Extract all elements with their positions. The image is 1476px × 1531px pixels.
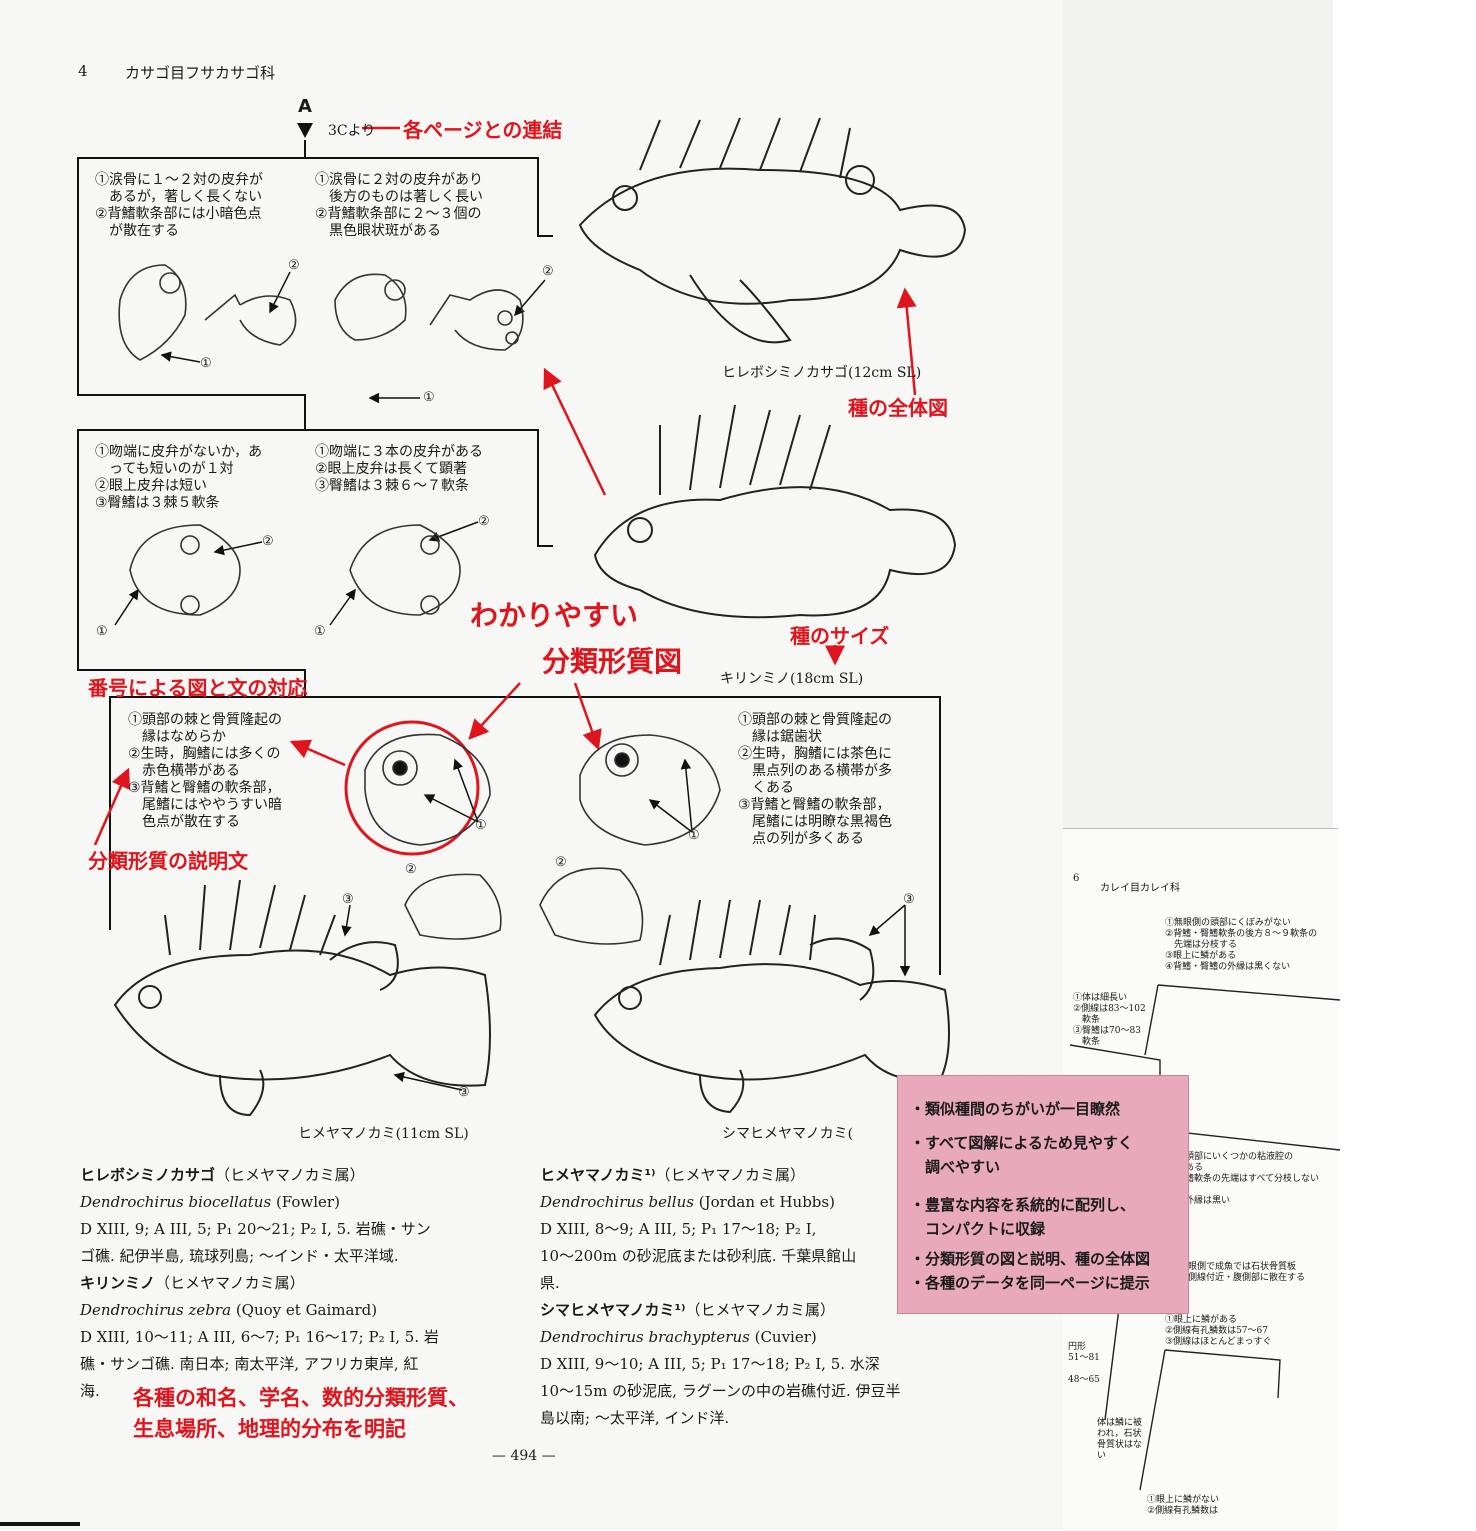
page-footer-number: — 494 — bbox=[492, 1448, 556, 1464]
key-box3-left: ①頭部の棘と骨質隆起の 縁はなめらか ②生時，胸鰭には多くの 赤色横帯がある ③… bbox=[128, 712, 282, 830]
key-box2-left: ①吻端に皮弁がないか，あ っても短いのが１対 ②眼上皮弁は短い ③臀鰭は３棘５軟… bbox=[95, 444, 263, 511]
species-name: ヒレボシミノカサゴ bbox=[80, 1166, 216, 1184]
species-genus: （ヒメヤマノカミ属） bbox=[215, 1166, 365, 1184]
caption-fish1: ヒレボシミノカサゴ(12cm SL) bbox=[722, 365, 922, 381]
feature-5: ・各種のデータを同一ページに提示 bbox=[910, 1274, 1150, 1292]
species-sci: Dendrochirus bellus bbox=[540, 1193, 694, 1211]
feature-3b: コンパクトに収録 bbox=[910, 1220, 1046, 1238]
fig-label-6: ① bbox=[96, 624, 108, 639]
key-link-text: 3Cより bbox=[328, 123, 376, 139]
fish-illustration-1 bbox=[578, 117, 967, 344]
species-data: D XIII, 10〜11; A III, 6〜7; P₁ 16〜17; P₂ … bbox=[80, 1328, 439, 1346]
fig-label-15: ③ bbox=[903, 892, 915, 907]
feature-3: ・豊富な内容を系統的に配列し、 bbox=[910, 1196, 1136, 1214]
fig-label-9: ① bbox=[475, 818, 487, 833]
species-data: 県. bbox=[540, 1274, 560, 1292]
annotation-number: 番号による図と文の対応 bbox=[88, 676, 308, 700]
species-sci: Dendrochirus biocellatus bbox=[80, 1193, 272, 1211]
page-edge-mark bbox=[0, 1522, 80, 1526]
feature-2: ・すべて図解によるため見やすく bbox=[910, 1134, 1133, 1152]
species-auth: (Jordan et Hubbs) bbox=[698, 1193, 835, 1211]
species-auth: (Fowler) bbox=[275, 1193, 340, 1211]
page2-text-4: 眼側で成魚では石状骨質板 側線付近・腹側部に散在する bbox=[1188, 1262, 1306, 1283]
fig-label-12: ② bbox=[555, 855, 567, 870]
fig-label-1: ① bbox=[200, 356, 212, 371]
species-data: D XIII, 9〜10; A III, 5; P₁ 17〜18; P₂ I, … bbox=[540, 1355, 880, 1373]
fig-label-3: ① bbox=[423, 390, 435, 405]
fig-label-13: ③ bbox=[342, 892, 354, 907]
page2-text-1: ①無眼側の頭部にくぼみがない ②背鰭・臀鰭軟条の後方８〜９軟条の 先端は分枝する… bbox=[1165, 918, 1318, 972]
species-left-1: ヒレボシミノカサゴ（ヒメヤマノカミ属） Dendrochirus biocell… bbox=[80, 1162, 431, 1270]
species-auth: (Cuvier) bbox=[754, 1328, 817, 1346]
species-data: 島以南; 〜太平洋, インド洋. bbox=[540, 1409, 730, 1427]
fig-label-5: ② bbox=[262, 534, 274, 549]
annotation-bottom1: 各種の和名、学名、数的分類形質、 bbox=[133, 1386, 469, 1410]
feature-1: ・類似種間のちがいが一目瞭然 bbox=[910, 1100, 1121, 1118]
fig-label-11: ② bbox=[405, 862, 417, 877]
page-number: 4 bbox=[78, 62, 88, 80]
species-genus: （ヒメヤマノカミ属） bbox=[155, 1274, 305, 1292]
fish-illustration-2 bbox=[593, 404, 957, 619]
species-data: 10〜200m の砂泥底または砂利底. 千葉県館山 bbox=[540, 1247, 857, 1265]
key-box1-left: ①涙骨に１〜２対の皮弁が あるが，著しく長くない ②背鰭軟条部には小暗色点 が散… bbox=[95, 172, 263, 239]
key-box3-right: ①頭部の棘と骨質隆起の 縁は鋸歯状 ②生時，胸鰭には茶色に 黒点列のある横帯が多… bbox=[738, 712, 892, 847]
annotation-link: 各ページとの連結 bbox=[403, 118, 563, 142]
feature-4: ・分類形質の図と説明、種の全体図 bbox=[910, 1250, 1151, 1268]
species-data: D XIII, 9; A III, 5; P₁ 20〜21; P₂ I, 5. … bbox=[80, 1220, 431, 1238]
caption-fish2: キリンミノ(18cm SL) bbox=[720, 671, 864, 687]
fish-illustration-3 bbox=[113, 879, 491, 1117]
key-box2-right: ①吻端に３本の皮弁がある ②眼上皮弁は長くて顕著 ③臀鰭は３棘６〜７軟条 bbox=[315, 444, 483, 494]
fig-label-7: ② bbox=[478, 514, 490, 529]
species-data: D XIII, 8〜9; A III, 5; P₁ 17〜18; P₂ I, bbox=[540, 1220, 817, 1238]
caption-fish4: シマヒメヤマノカミ( bbox=[722, 1126, 854, 1142]
page2-number: 6 bbox=[1073, 873, 1080, 884]
page2-text-8: ①眼上に鱗がない ②側線有孔鱗数は bbox=[1147, 1495, 1220, 1516]
species-sci: Dendrochirus zebra bbox=[80, 1301, 232, 1319]
page2-text-6: 円形 51〜81 48〜65 bbox=[1068, 1342, 1100, 1385]
fig-label-14: ③ bbox=[458, 1085, 470, 1100]
species-left-2: キリンミノ（ヒメヤマノカミ属） Dendrochirus zebra (Quoy… bbox=[80, 1270, 439, 1405]
species-name: キリンミノ bbox=[80, 1274, 156, 1292]
annotation-size: 種のサイズ bbox=[790, 624, 890, 648]
feature-box: ・類似種間のちがいが一目瞭然 ・すべて図解によるため見やすく 調べやすい ・豊富… bbox=[897, 1075, 1189, 1314]
species-auth: (Quoy et Gaimard) bbox=[235, 1301, 378, 1319]
fig-label-4: ② bbox=[542, 264, 554, 279]
page2-section: カレイ目カレイ科 bbox=[1100, 883, 1180, 894]
page2-text-2: ①体は細長い ②側線は83〜102 軟条 ③臀鰭は70〜83 軟条 bbox=[1073, 993, 1146, 1047]
species-data: 10〜15m の砂泥底, ラグーンの中の岩礁付近. 伊豆半 bbox=[540, 1382, 901, 1400]
annotation-whole: 種の全体図 bbox=[848, 396, 948, 420]
fig-label-8: ① bbox=[314, 624, 326, 639]
annotation-bottom2: 生息場所、地理的分布を明記 bbox=[133, 1417, 406, 1441]
section-title: カサゴ目フサカサゴ科 bbox=[125, 64, 276, 82]
fish-illustration-4 bbox=[593, 899, 950, 1114]
annotation-easy2: 分類形質図 bbox=[542, 645, 683, 678]
species-data: 海. bbox=[80, 1382, 100, 1400]
species-name: シマヒメヤマノカミ¹⁾ bbox=[540, 1301, 686, 1319]
feature-2b: 調べやすい bbox=[910, 1158, 1001, 1176]
key-box1-right: ①涙骨に２対の皮弁があり 後方のものは著しく長い ②背鰭軟条部に２〜３個の 黒色… bbox=[315, 172, 483, 239]
head-sketches bbox=[118, 264, 721, 945]
species-sci: Dendrochirus brachypterus bbox=[540, 1328, 750, 1346]
species-data: 礁・サンゴ礁. 南日本; 南太平洋, アフリカ東岸, 紅 bbox=[80, 1355, 419, 1373]
fig-label-2: ② bbox=[288, 258, 300, 273]
annotation-easy1: わかりやすい bbox=[470, 599, 639, 632]
key-marker: A bbox=[298, 96, 312, 117]
annotation-desc: 分類形質の説明文 bbox=[88, 849, 248, 873]
caption-fish3: ヒメヤマノカミ(11cm SL) bbox=[298, 1126, 469, 1142]
page2-text-3: 頭部にいくつかの粘液腔の ある 鰭軟条の先端はすべて分枝しない 外縁は黒い bbox=[1185, 1152, 1320, 1206]
species-right-2: シマヒメヤマノカミ¹⁾（ヒメヤマノカミ属） Dendrochirus brach… bbox=[540, 1297, 901, 1432]
species-genus: （ヒメヤマノカミ属） bbox=[685, 1301, 836, 1319]
species-genus: （ヒメヤマノカミ属） bbox=[655, 1166, 806, 1184]
page2-text-5: ①眼上に鱗がある ②側線有孔鱗数は57〜67 ③側線はほとんどまっすぐ bbox=[1165, 1315, 1272, 1347]
species-name: ヒメヤマノカミ¹⁾ bbox=[540, 1166, 656, 1184]
page2-text-7: 体は鱗に被 われ，石状 骨質状はな い bbox=[1097, 1418, 1143, 1461]
book-page-left bbox=[0, 0, 1063, 1530]
fig-label-10: ① bbox=[688, 828, 700, 843]
species-right-1: ヒメヤマノカミ¹⁾（ヒメヤマノカミ属） Dendrochirus bellus … bbox=[540, 1162, 856, 1297]
species-data: ゴ礁. 紀伊半島, 琉球列島; 〜インド・太平洋域. bbox=[80, 1247, 399, 1265]
